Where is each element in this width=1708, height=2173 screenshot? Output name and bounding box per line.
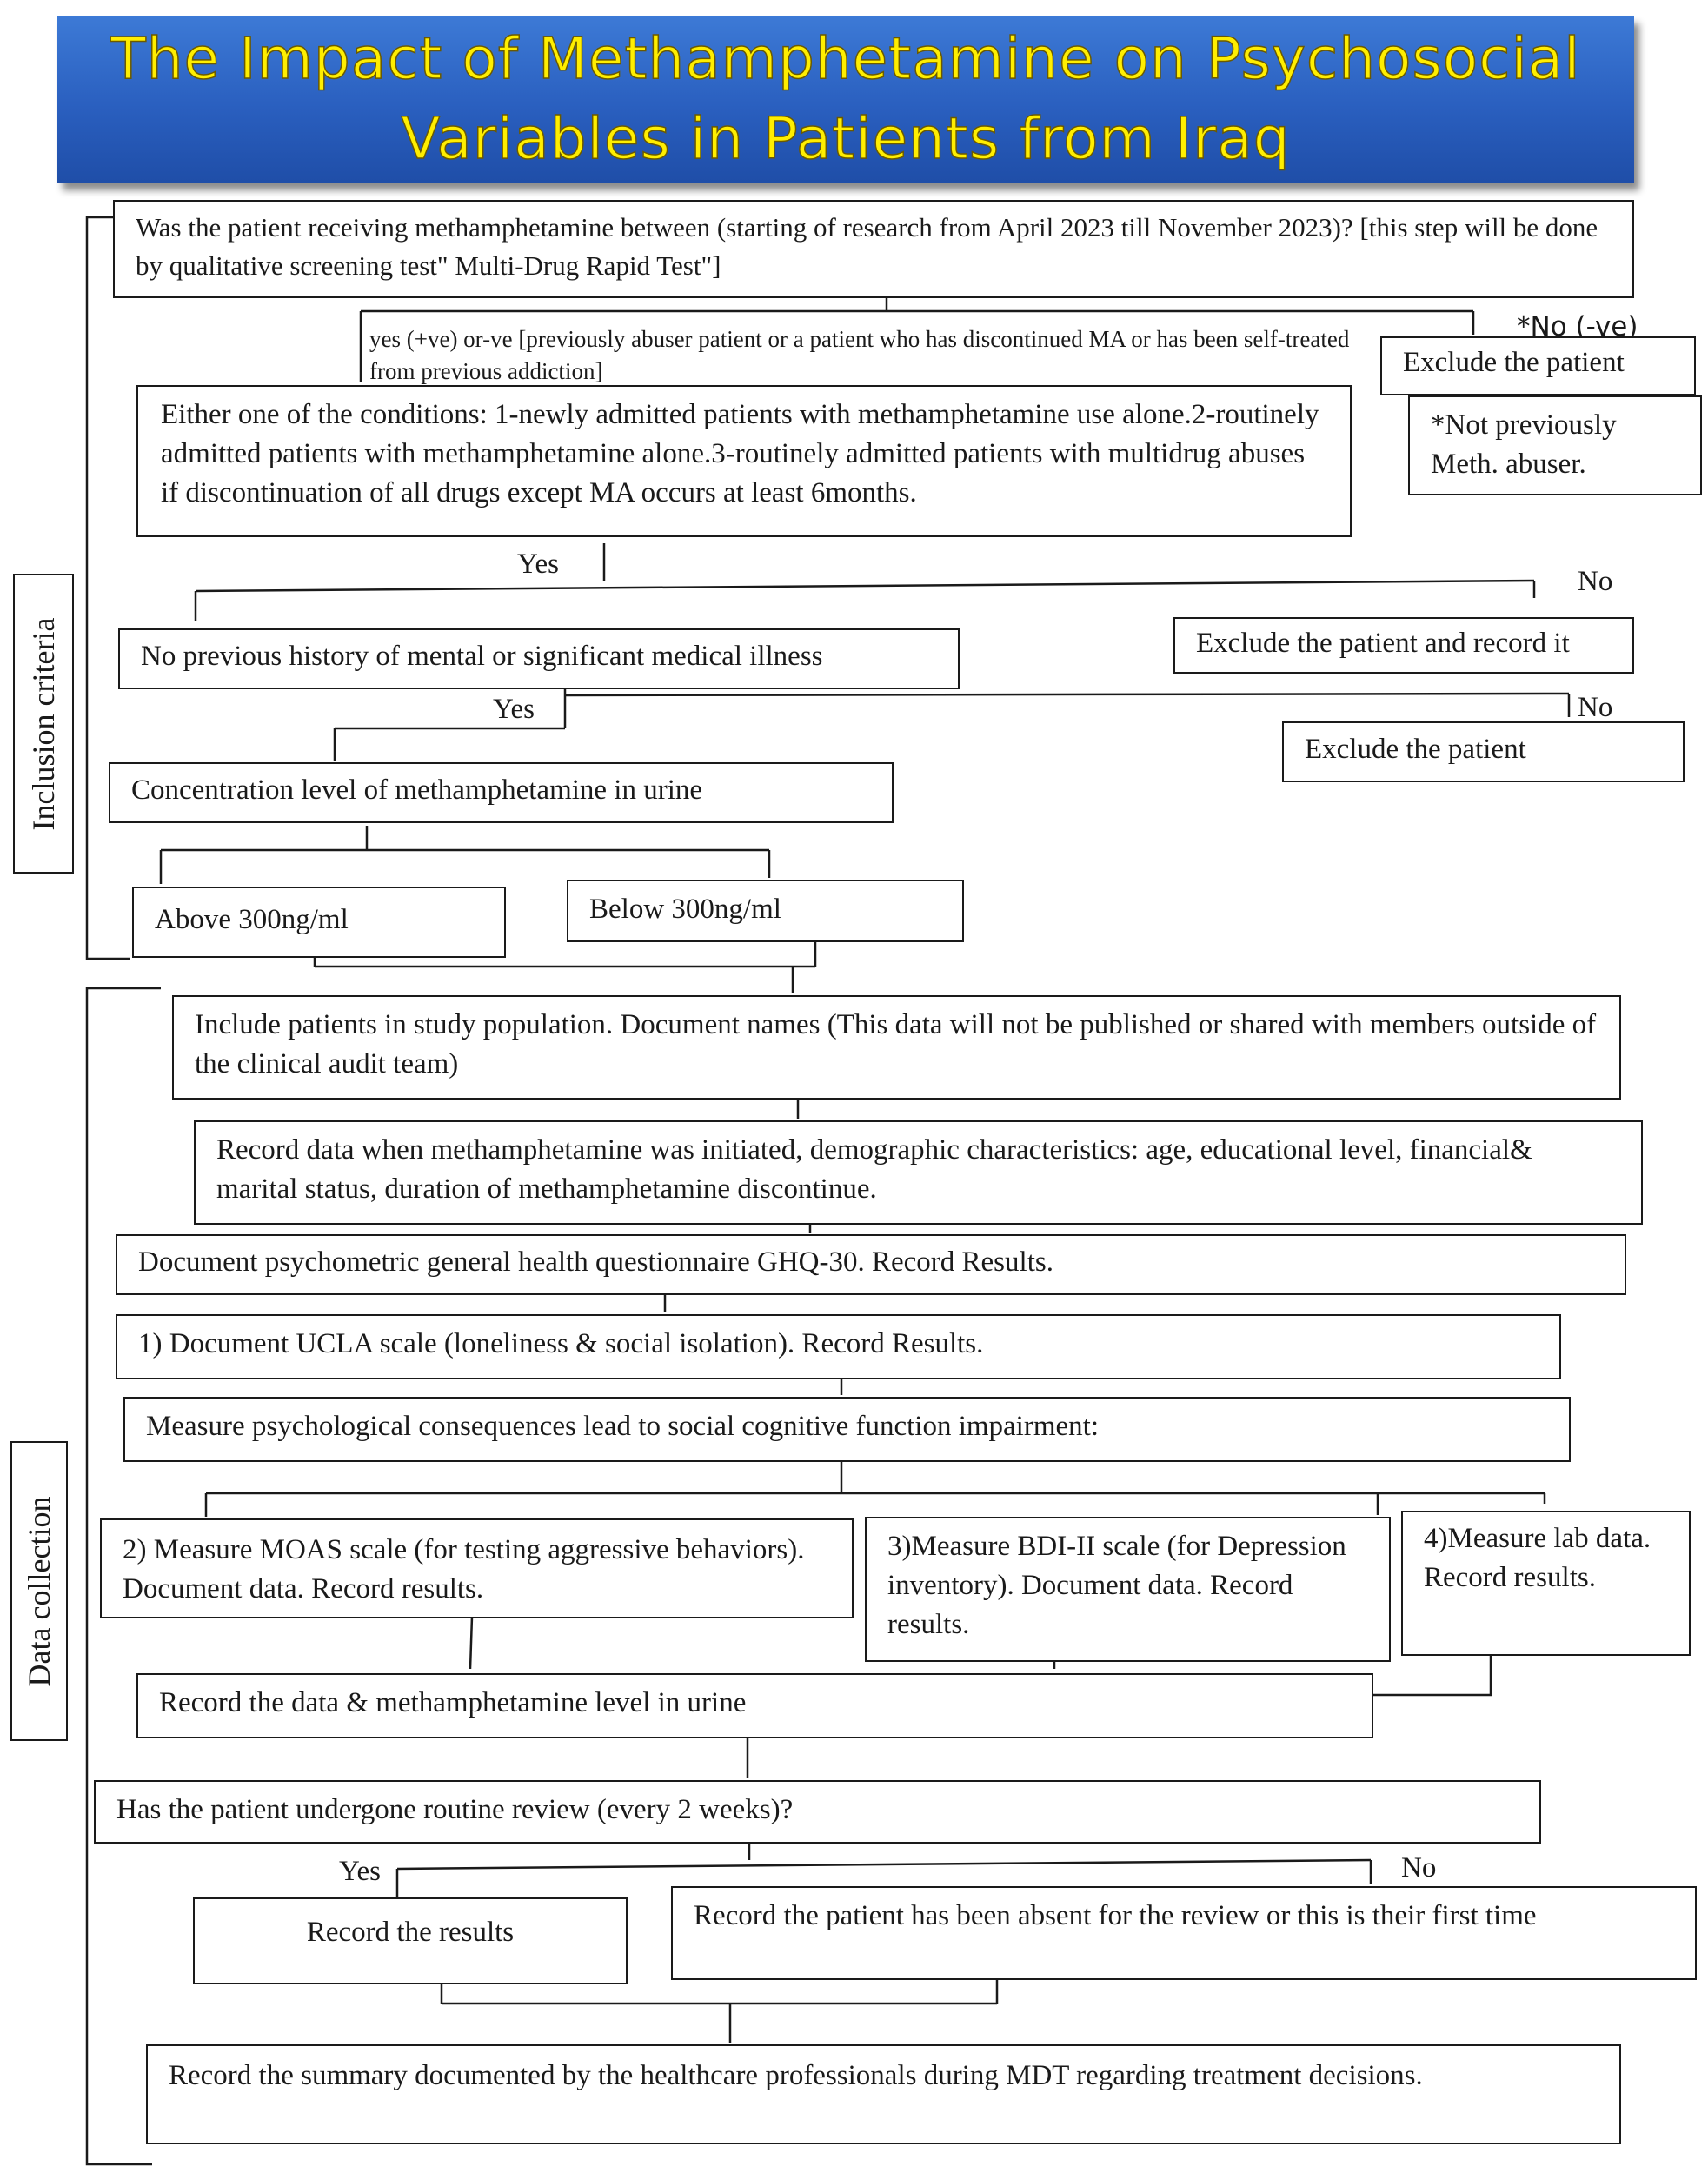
q-receiving-box: Was the patient receiving methamphetamin… xyxy=(113,200,1634,298)
record-results-text: Record the results xyxy=(306,1917,515,1948)
ghq-text: Document psychometric general health que… xyxy=(138,1246,1053,1278)
exclude-record-box: Exclude the patient and record it xyxy=(1173,617,1634,674)
summary-text: Record the summary documented by the hea… xyxy=(169,2060,1423,2091)
connector-moas-record xyxy=(469,1616,474,1670)
include-patients-box: Include patients in study population. Do… xyxy=(172,995,1621,1100)
exclude-patient-text-2: Exclude the patient xyxy=(1305,734,1526,765)
concentration-text: Concentration level of methamphetamine i… xyxy=(131,774,703,806)
below-300-text: Below 300ng/ml xyxy=(589,894,781,925)
data-collection-text: Data collection xyxy=(22,1496,56,1686)
connector-cond-branch xyxy=(195,579,1535,593)
exclude-patient-text-1: Exclude the patient xyxy=(1403,347,1625,378)
record-absent-text: Record the patient has been absent for t… xyxy=(694,1900,1537,1931)
no-label-1: No xyxy=(1578,566,1613,597)
yes-label-2: Yes xyxy=(493,694,535,725)
ghq-box: Document psychometric general health que… xyxy=(116,1234,1626,1295)
inclusion-bracket xyxy=(85,216,130,960)
above-300-box: Above 300ng/ml xyxy=(132,887,506,958)
data-collection-bracket xyxy=(85,987,161,2166)
exclude-record-text: Exclude the patient and record it xyxy=(1196,628,1570,659)
record-results-box: Record the results xyxy=(193,1897,628,1984)
bdi-text: 3)Measure BDI-II scale (for Depression i… xyxy=(887,1531,1346,1640)
yes-label-3: Yes xyxy=(339,1856,382,1887)
diagram-title: The Impact of Methamphetamine on Psychos… xyxy=(110,24,1581,173)
q-receiving-text: Was the patient receiving methamphetamin… xyxy=(136,212,1598,281)
summary-box: Record the summary documented by the hea… xyxy=(146,2044,1621,2144)
include-patients-text: Include patients in study population. Do… xyxy=(195,1009,1597,1080)
no-label-2: No xyxy=(1578,692,1613,723)
not-previous-abuser-text: *Not previously Meth. abuser. xyxy=(1431,409,1617,480)
connector-hist-branch xyxy=(564,692,1570,697)
no-label-3: No xyxy=(1401,1852,1437,1884)
concentration-box: Concentration level of methamphetamine i… xyxy=(109,762,894,823)
record-demographics-box: Record data when methamphetamine was ini… xyxy=(194,1120,1643,1225)
lab-text: 4)Measure lab data. Record results. xyxy=(1424,1523,1652,1593)
ucla-text: 1) Document UCLA scale (loneliness & soc… xyxy=(138,1328,984,1359)
bdi-box: 3)Measure BDI-II scale (for Depression i… xyxy=(865,1517,1391,1662)
data-collection-label: Data collection xyxy=(10,1441,68,1741)
measure-psych-box: Measure psychological consequences lead … xyxy=(123,1397,1571,1462)
yes-label-1: Yes xyxy=(517,548,560,580)
moas-box: 2) Measure MOAS scale (for testing aggre… xyxy=(100,1518,854,1618)
record-level-box: Record the data & methamphetamine level … xyxy=(136,1673,1373,1738)
yes-ve-label: yes (+ve) or-ve [previously abuser patie… xyxy=(369,326,1350,384)
not-previous-abuser-box: *Not previously Meth. abuser. xyxy=(1408,395,1702,495)
ucla-box: 1) Document UCLA scale (loneliness & soc… xyxy=(116,1314,1561,1379)
conditions-box: Either one of the conditions: 1-newly ad… xyxy=(136,385,1352,537)
inclusion-criteria-text: Inclusion criteria xyxy=(26,617,61,830)
exclude-patient-box-2: Exclude the patient xyxy=(1282,721,1685,782)
q-review-text: Has the patient undergone routine review… xyxy=(116,1794,794,1825)
no-history-text: No previous history of mental or signifi… xyxy=(141,641,823,672)
no-history-box: No previous history of mental or signifi… xyxy=(118,628,960,689)
lab-box: 4)Measure lab data. Record results. xyxy=(1401,1511,1691,1656)
below-300-box: Below 300ng/ml xyxy=(567,880,964,942)
above-300-text: Above 300ng/ml xyxy=(155,904,349,935)
conditions-text: Either one of the conditions: 1-newly ad… xyxy=(161,399,1319,508)
title-banner: The Impact of Methamphetamine on Psychos… xyxy=(57,16,1634,183)
inclusion-criteria-label: Inclusion criteria xyxy=(13,574,74,874)
connector-review-branch xyxy=(396,1858,1372,1871)
q-review-box: Has the patient undergone routine review… xyxy=(94,1780,1541,1844)
measure-psych-text: Measure psychological consequences lead … xyxy=(146,1411,1099,1442)
moas-text: 2) Measure MOAS scale (for testing aggre… xyxy=(123,1534,805,1605)
connector-lab-record xyxy=(1372,1653,1492,1697)
record-demographics-text: Record data when methamphetamine was ini… xyxy=(216,1134,1532,1205)
exclude-patient-box-1: Exclude the patient xyxy=(1380,336,1696,395)
record-absent-box: Record the patient has been absent for t… xyxy=(671,1886,1697,1980)
record-level-text: Record the data & methamphetamine level … xyxy=(159,1687,747,1718)
